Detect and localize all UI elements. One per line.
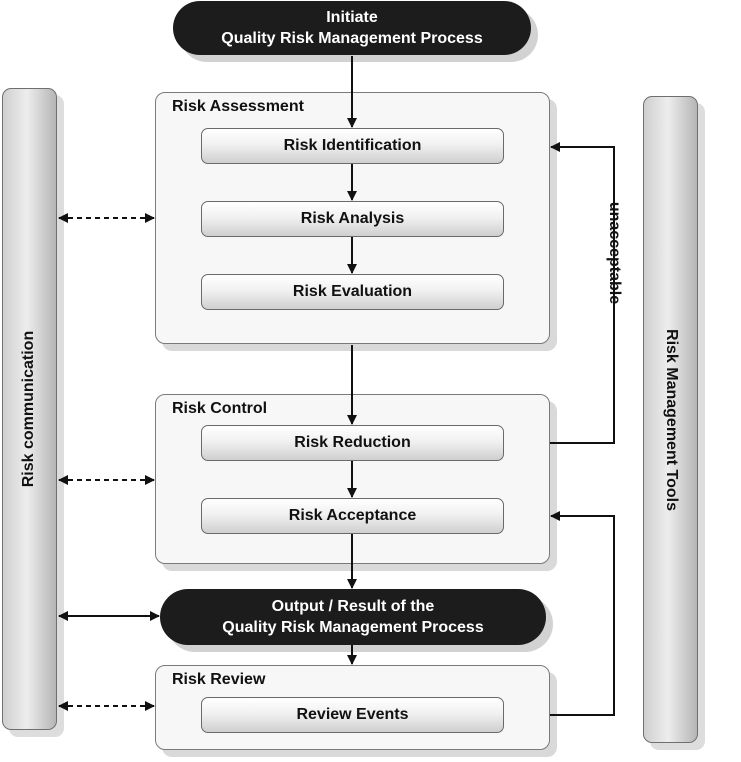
risk-analysis-step: Risk Analysis: [201, 201, 504, 237]
risk-identification-step: Risk Identification: [201, 128, 504, 164]
risk-reduction-step: Risk Reduction: [201, 425, 504, 461]
risk-management-tools-bar: [643, 96, 698, 743]
output-terminal: Output / Result of the Quality Risk Mana…: [160, 589, 546, 645]
output-label: Output / Result of the: [271, 598, 435, 615]
risk-review-title: Risk Review: [172, 671, 266, 688]
review-events-step: Review Events: [201, 697, 504, 733]
risk-acceptance-step: Risk Acceptance: [201, 498, 504, 534]
arrow-review-feedback-loop: [550, 511, 615, 716]
risk-control-title: Risk Control: [172, 400, 268, 417]
initiate-process-terminal: Initiate Quality Risk Management Process: [173, 1, 531, 55]
arrow-unacceptable-loop: [550, 142, 615, 444]
initiate-process-label: Quality Risk Management Process: [221, 30, 483, 47]
initiate-label: Initiate: [326, 9, 378, 26]
output-process-label: Quality Risk Management Process: [222, 619, 484, 636]
risk-assessment-title: Risk Assessment: [172, 98, 304, 115]
risk-evaluation-step: Risk Evaluation: [201, 274, 504, 310]
risk-communication-bar: [2, 88, 57, 730]
